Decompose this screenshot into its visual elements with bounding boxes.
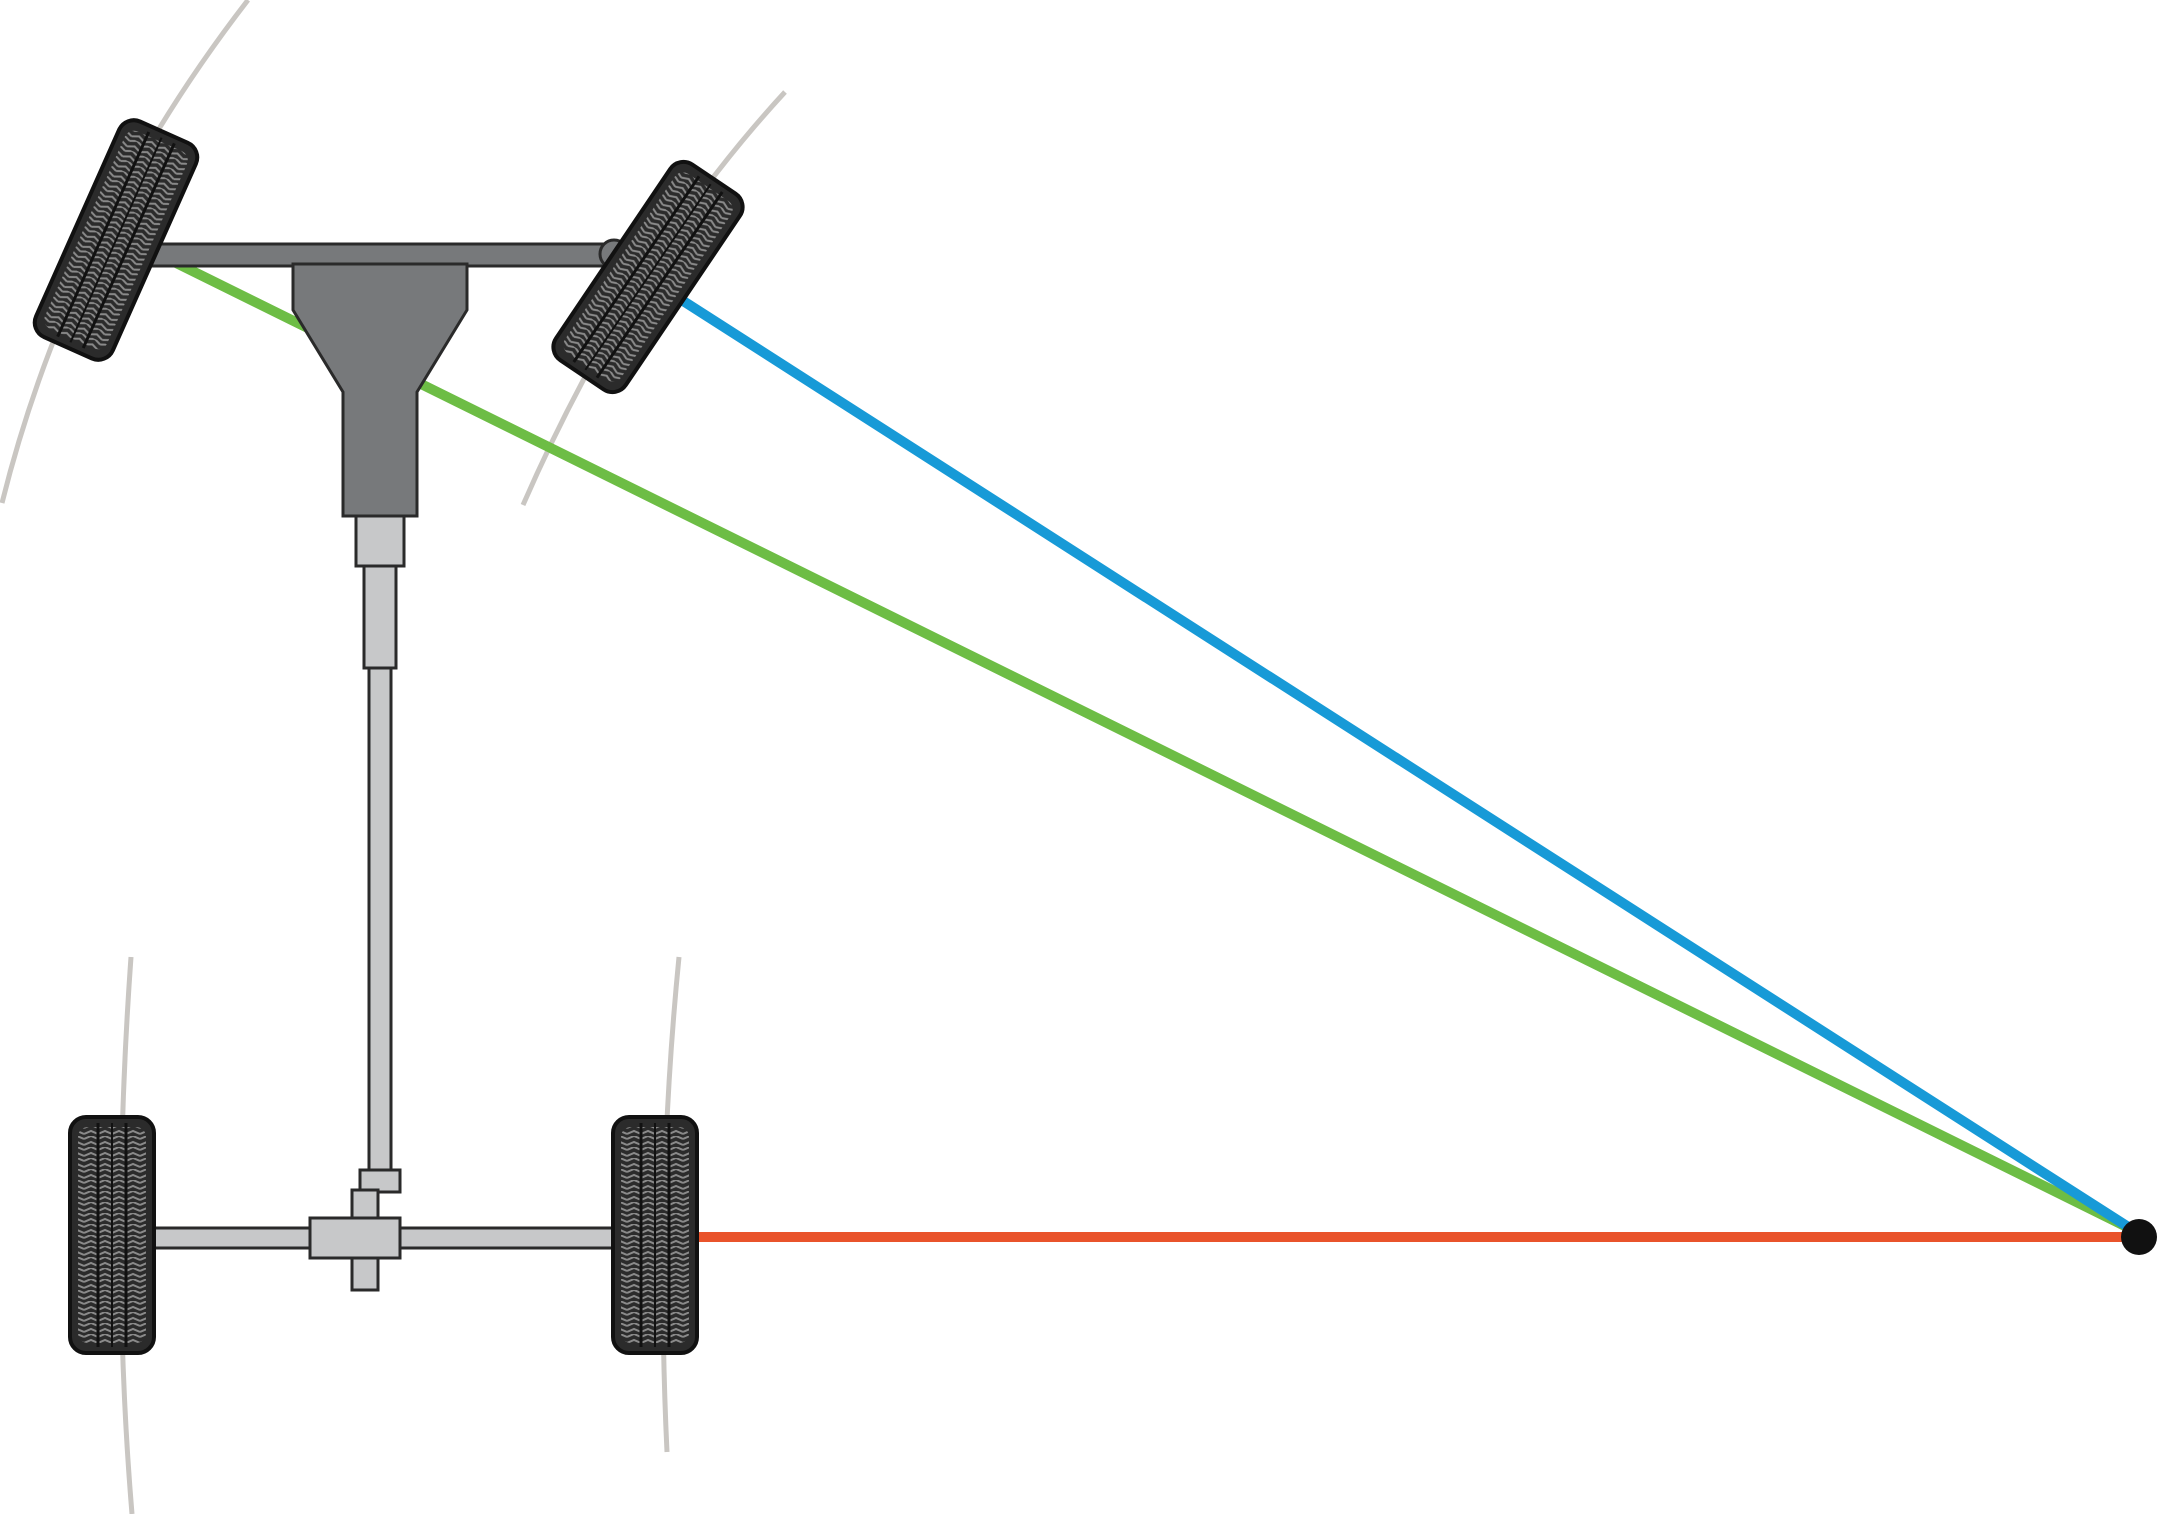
rear-left-wheel xyxy=(68,1115,156,1355)
drive-shaft-joint xyxy=(358,1168,402,1194)
inner-front-wheel-line xyxy=(672,292,2138,1235)
outer-front-wheel-line xyxy=(153,249,2138,1235)
turning-center-dot xyxy=(2121,1219,2157,1255)
chassis xyxy=(148,238,630,1292)
steering-shaft-upper xyxy=(362,564,398,670)
rear-axle-right xyxy=(398,1226,620,1250)
steering-gear-housing xyxy=(291,262,469,518)
steering-lines xyxy=(153,249,2138,1242)
front-left-wheel xyxy=(27,113,205,367)
front-right-wheel xyxy=(545,153,751,401)
drive-shaft xyxy=(367,666,393,1174)
rear-right-wheel xyxy=(611,1115,699,1355)
differential-hub xyxy=(308,1216,402,1260)
rear-axle-left xyxy=(150,1226,312,1250)
steering-shaft-collar xyxy=(354,514,406,568)
